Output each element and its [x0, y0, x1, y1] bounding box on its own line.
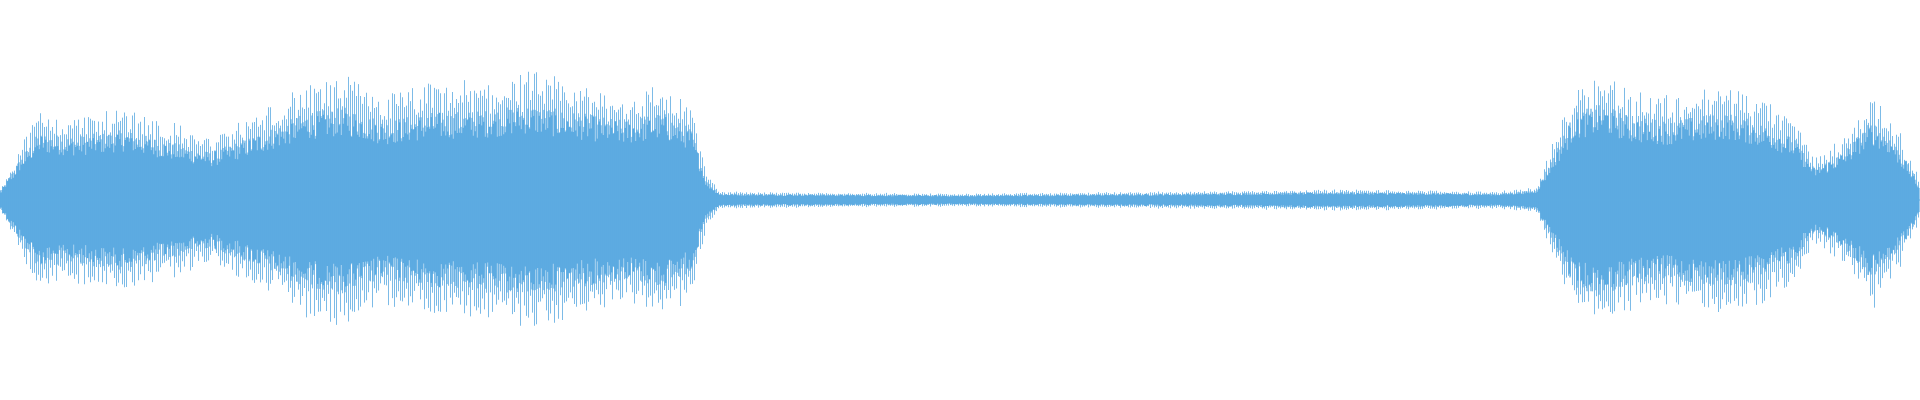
audio-waveform	[0, 71, 1920, 326]
